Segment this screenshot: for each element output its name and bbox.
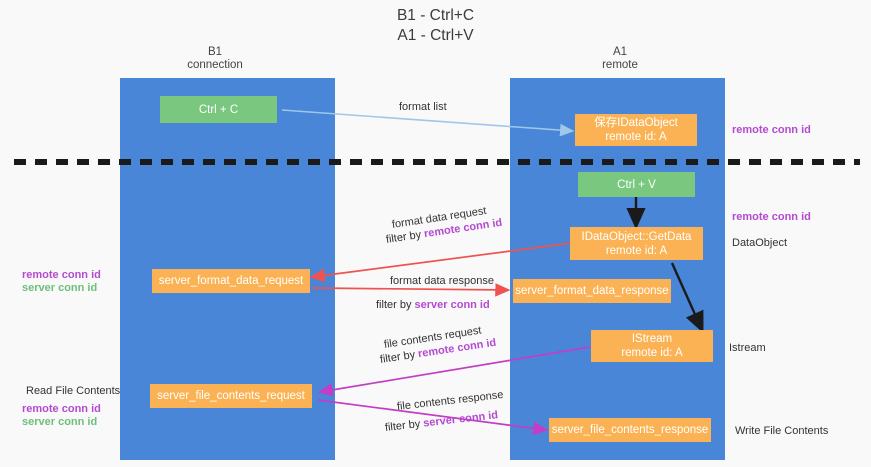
lane-title-b1: B1 connection xyxy=(187,46,243,71)
node-getdata[interactable]: IDataObject::GetData remote id: A xyxy=(570,227,703,260)
node-ctrl-c[interactable]: Ctrl + C xyxy=(160,96,277,123)
filter-prefix-4: filter by xyxy=(384,417,424,434)
node-server-format-data-response[interactable]: server_format_data_response xyxy=(513,279,671,303)
annotation-left-server-conn-id-bottom: server conn id xyxy=(22,416,98,428)
node-ctrl-v[interactable]: Ctrl + V xyxy=(578,172,695,197)
node-save-idataobject-line2: remote id: A xyxy=(605,131,667,143)
node-save-idataobject[interactable]: 保存IDataObject remote id: A xyxy=(575,114,697,146)
node-server-format-data-response-label: server_format_data_response xyxy=(515,285,669,297)
annotation-left-remote-conn-id-bottom: remote conn id xyxy=(22,403,101,415)
filter-key-2: server conn id xyxy=(414,299,490,311)
filter-prefix-1: filter by xyxy=(385,228,425,246)
page-title: B1 - Ctrl+C A1 - Ctrl+V xyxy=(396,7,475,44)
node-save-idataobject-line1: 保存IDataObject xyxy=(594,117,678,129)
annotation-right-write-file-contents: Write File Contents xyxy=(735,425,829,437)
node-server-file-contents-request-label: server_file_contents_request xyxy=(157,390,305,402)
node-server-file-contents-response[interactable]: server_file_contents_response xyxy=(549,418,711,442)
node-server-format-data-request[interactable]: server_format_data_request xyxy=(152,269,310,293)
node-istream-line1: IStream xyxy=(631,333,673,345)
annotation-right-istream: Istream xyxy=(729,342,766,354)
node-ctrl-v-label: Ctrl + V xyxy=(617,178,656,191)
filter-prefix-2: filter by xyxy=(376,299,415,311)
node-server-format-data-request-label: server_format_data_request xyxy=(158,275,304,287)
node-istream[interactable]: IStream remote id: A xyxy=(591,330,713,362)
lane-title-a1: A1 remote xyxy=(602,46,638,71)
edge-label-format-list: format list xyxy=(399,101,447,113)
annotation-left-read-file-contents: Read File Contents xyxy=(26,385,121,397)
edge-label-format-data-response: format data response xyxy=(390,275,494,287)
annotation-left-server-conn-id-mid: server conn id xyxy=(22,282,98,294)
node-server-file-contents-request[interactable]: server_file_contents_request xyxy=(150,384,312,408)
edge-label-format-data-response-filter: filter by server conn id xyxy=(376,299,490,311)
node-istream-line2: remote id: A xyxy=(621,347,683,359)
edge-format-data-response xyxy=(311,283,511,297)
edge-label-file-contents-response-filter: filter by server conn id xyxy=(384,409,498,434)
node-ctrl-c-label: Ctrl + C xyxy=(198,103,239,116)
node-getdata-line2: remote id: A xyxy=(605,244,668,257)
annotation-right-dataobject: DataObject xyxy=(732,237,788,249)
filter-prefix-3: filter by xyxy=(379,348,419,366)
annotation-right-remote-conn-id-top: remote conn id xyxy=(732,124,811,136)
node-getdata-line1: IDataObject::GetData xyxy=(581,230,692,243)
filter-key-4: server conn id xyxy=(422,409,499,430)
annotation-left-remote-conn-id-mid: remote conn id xyxy=(22,269,101,281)
annotation-right-remote-conn-id-mid: remote conn id xyxy=(732,211,811,223)
node-server-file-contents-response-label: server_file_contents_response xyxy=(551,424,709,436)
